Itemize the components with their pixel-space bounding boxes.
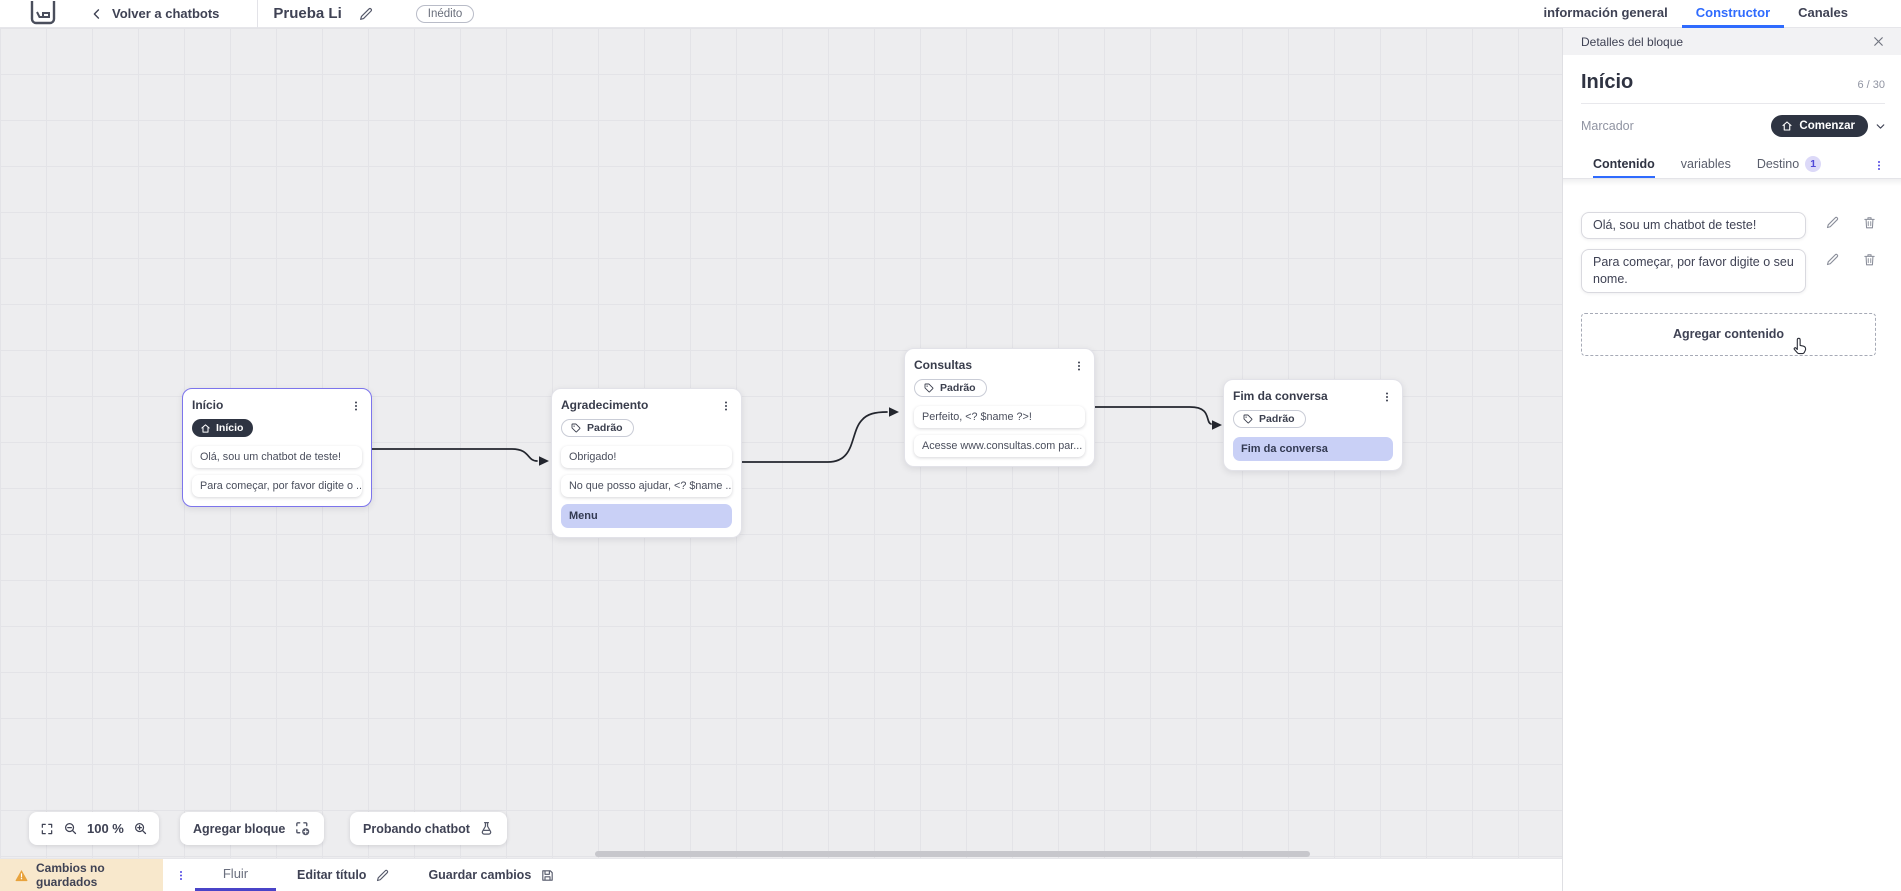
chatbot-title: Prueba Li: [273, 5, 342, 22]
node-menu-icon[interactable]: [720, 399, 732, 413]
edit-title-icon[interactable]: [358, 6, 374, 22]
unsaved-changes-banner: Cambios no guardados: [0, 859, 163, 891]
zoom-in-icon[interactable]: [133, 821, 148, 836]
content-item: Olá, sou um chatbot de teste!: [1581, 212, 1885, 239]
tab-contenido[interactable]: Contenido: [1593, 152, 1655, 178]
top-bar-left: Volver a chatbots Prueba Li Inédito: [0, 0, 475, 28]
panel-tabs: Contenido variables Destino 1: [1563, 152, 1901, 179]
node-message-row[interactable]: Acesse www.consultas.com par...: [914, 435, 1085, 457]
app-logo-icon: [30, 0, 56, 27]
node-menu-chip[interactable]: Menu: [561, 504, 732, 528]
divider: [1581, 103, 1885, 104]
block-title-row: Início 6 / 30: [1563, 55, 1901, 94]
status-badge: Inédito: [415, 4, 475, 23]
node-start-badge: Início: [192, 419, 254, 437]
node-message-row[interactable]: Perfeito, <? $name ?>!: [914, 406, 1085, 428]
node-default-badge: Padrão: [1233, 410, 1306, 428]
flow-node-consultas[interactable]: Consultas Padrão Perfeito, <? $name ?>! …: [904, 348, 1095, 467]
scroll-shadow: [1563, 179, 1901, 186]
node-menu-icon[interactable]: [350, 399, 362, 413]
node-menu-icon[interactable]: [1381, 390, 1393, 404]
close-icon[interactable]: [1871, 34, 1886, 49]
flask-icon: [479, 821, 494, 836]
zoom-toolbar: 100 %: [29, 812, 159, 845]
back-label: Volver a chatbots: [112, 6, 220, 21]
marker-row: Marcador Comenzar: [1563, 104, 1901, 137]
node-menu-icon[interactable]: [1073, 359, 1085, 373]
warning-icon: [14, 868, 29, 883]
node-message-row[interactable]: Olá, sou um chatbot de teste!: [192, 445, 362, 468]
top-tabs: información general Constructor Canales: [1529, 0, 1862, 28]
destino-count-badge: 1: [1805, 156, 1822, 172]
panel-title: Detalles del bloque: [1581, 34, 1684, 49]
node-title: Agradecimento: [561, 398, 649, 412]
bottom-bar: Cambios no guardados Fluir Editar título…: [0, 858, 1562, 891]
node-message-row[interactable]: Obrigado!: [561, 446, 732, 468]
tab-canales[interactable]: Canales: [1798, 5, 1848, 20]
save-changes-button[interactable]: Guardar cambios: [428, 859, 555, 891]
flow-node-fim-da-conversa[interactable]: Fim da conversa Padrão Fim da conversa: [1223, 379, 1403, 471]
content-text-box[interactable]: Para começar, por favor digite o seu nom…: [1581, 248, 1806, 293]
tag-icon: [1242, 413, 1254, 425]
flow-options-icon[interactable]: [175, 859, 187, 891]
back-to-chatbots-button[interactable]: Volver a chatbots: [90, 6, 219, 21]
horizontal-scrollbar[interactable]: [595, 851, 1310, 857]
zoom-out-icon[interactable]: [63, 821, 78, 836]
tag-icon: [570, 422, 582, 434]
node-end-chip[interactable]: Fim da conversa: [1233, 437, 1393, 461]
top-bar: Volver a chatbots Prueba Li Inédito info…: [0, 0, 1901, 28]
node-title: Consultas: [914, 358, 973, 372]
node-message-row[interactable]: Para começar, por favor digite o ...: [192, 474, 362, 497]
tab-informacion-general[interactable]: información general: [1543, 5, 1668, 20]
chevron-down-icon[interactable]: [1874, 120, 1887, 133]
block-name: Início: [1581, 71, 1634, 93]
flow-canvas[interactable]: Início Início Olá, sou um chatbot de tes…: [0, 28, 1562, 858]
node-message-row[interactable]: No que posso ajudar, <? $name ...: [561, 475, 732, 497]
tab-constructor[interactable]: Constructor: [1681, 0, 1785, 28]
edit-title-button[interactable]: Editar título: [297, 859, 390, 891]
pencil-icon: [375, 868, 390, 883]
tag-icon: [923, 382, 935, 394]
panel-header: Detalles del bloque: [1563, 28, 1901, 55]
flow-connectors: [371, 406, 1222, 466]
content-text-box[interactable]: Olá, sou um chatbot de teste!: [1581, 212, 1806, 239]
node-default-badge: Padrão: [561, 419, 634, 437]
marker-select[interactable]: Comenzar: [1771, 115, 1868, 137]
tab-fluir[interactable]: Fluir: [195, 859, 276, 891]
edit-content-icon[interactable]: [1825, 215, 1840, 230]
char-count: 6 / 30: [1857, 79, 1885, 91]
block-details-panel: Detalles del bloque Início 6 / 30 Marcad…: [1562, 28, 1901, 891]
panel-more-icon[interactable]: [1873, 158, 1885, 173]
edit-content-icon[interactable]: [1825, 252, 1840, 267]
flow-node-inicio[interactable]: Início Início Olá, sou um chatbot de tes…: [182, 388, 372, 507]
save-icon: [540, 868, 555, 883]
delete-content-icon[interactable]: [1862, 252, 1877, 267]
content-item: Para começar, por favor digite o seu nom…: [1581, 248, 1885, 293]
home-icon: [200, 423, 211, 434]
home-icon: [1781, 120, 1793, 132]
chevron-left-icon: [90, 7, 104, 21]
tab-destino[interactable]: Destino 1: [1757, 152, 1822, 178]
node-title: Fim da conversa: [1233, 389, 1328, 403]
add-block-icon: [294, 820, 311, 837]
zoom-level: 100 %: [87, 821, 124, 836]
test-chatbot-button[interactable]: Probando chatbot: [350, 812, 507, 845]
fullscreen-icon[interactable]: [40, 822, 54, 836]
content-list: Olá, sou um chatbot de teste! Para começ…: [1563, 186, 1901, 356]
flow-node-agradecimento[interactable]: Agradecimento Padrão Obrigado! No que po…: [551, 388, 742, 538]
node-title: Início: [192, 398, 224, 412]
marker-label: Marcador: [1581, 119, 1634, 133]
node-default-badge: Padrão: [914, 379, 987, 397]
add-content-button[interactable]: Agregar contenido: [1581, 312, 1876, 356]
tab-variables[interactable]: variables: [1680, 157, 1731, 171]
divider: [257, 0, 259, 28]
add-block-button[interactable]: Agregar bloque: [180, 812, 325, 845]
delete-content-icon[interactable]: [1862, 215, 1877, 230]
